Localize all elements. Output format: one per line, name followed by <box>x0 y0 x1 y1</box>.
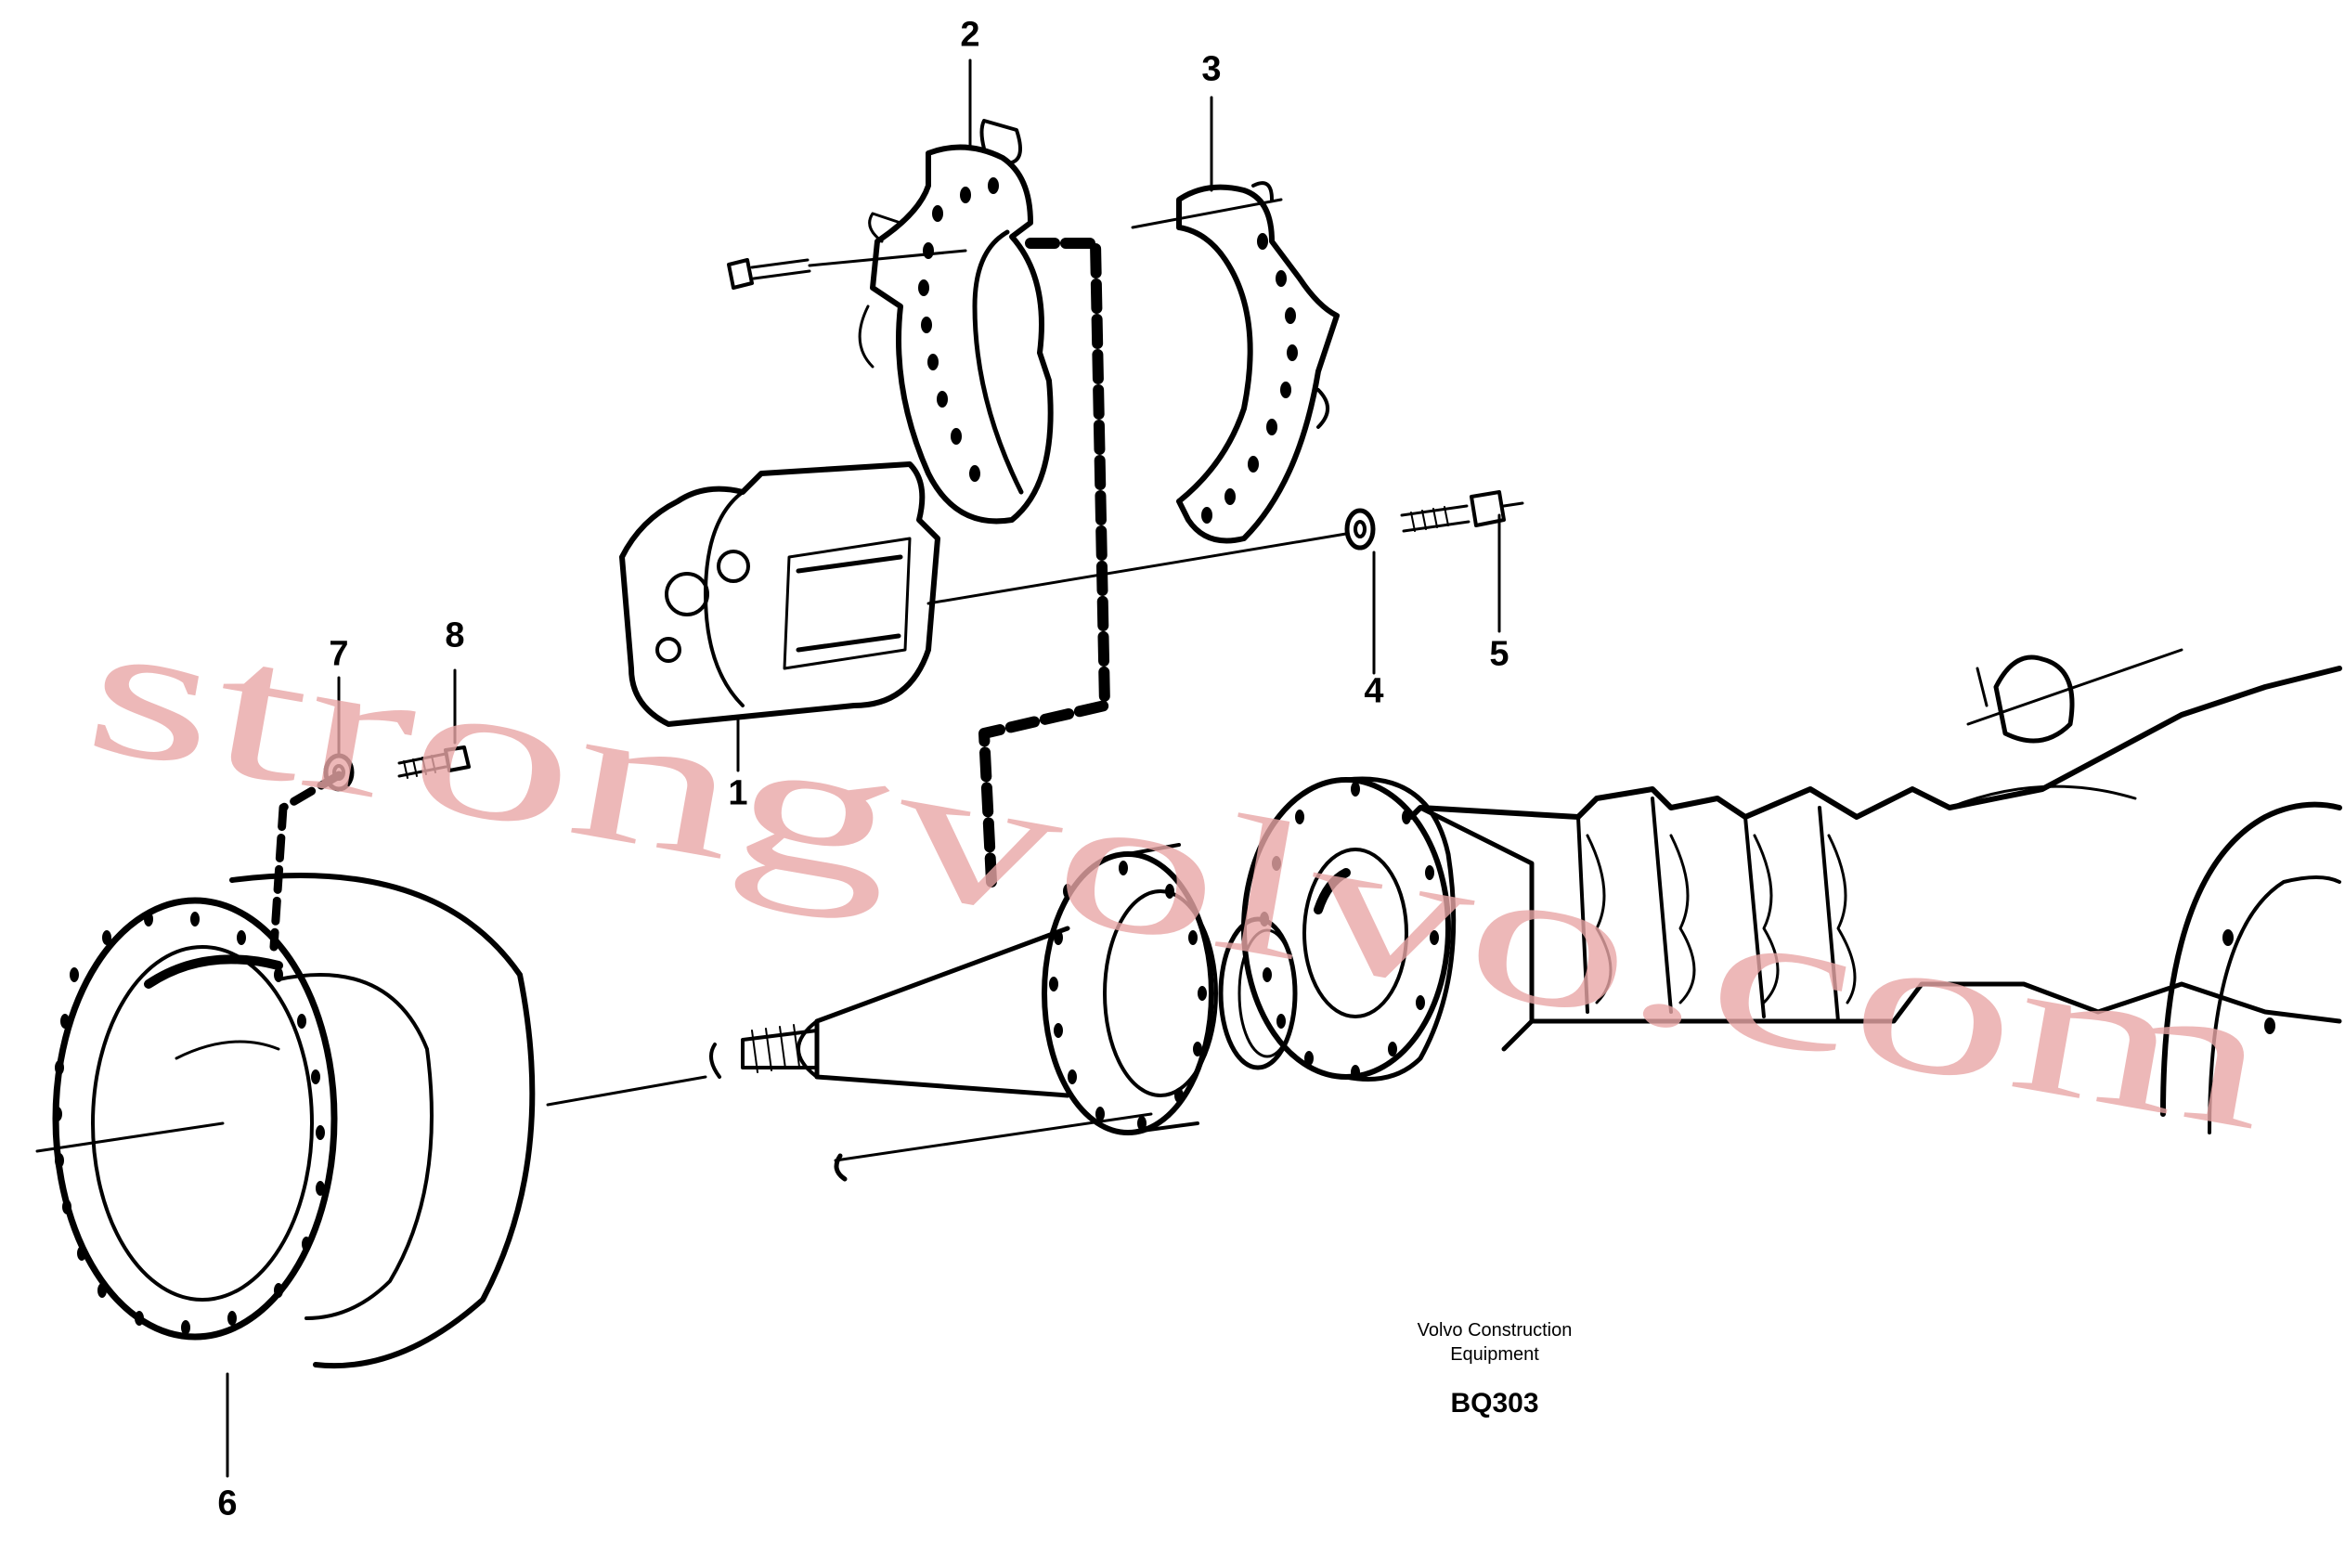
brake-disc-part-6 <box>35 873 707 1369</box>
bolt-left-bracket <box>727 249 967 290</box>
callout-8: 8 <box>445 616 465 655</box>
callout-6: 6 <box>217 1484 238 1523</box>
callout-3: 3 <box>1201 49 1222 89</box>
seal-ring <box>1218 916 1298 1070</box>
axle-housing <box>1408 648 2342 1134</box>
manufacturer-line-2: Equipment <box>1450 1344 1539 1365</box>
wheel-hub <box>1241 776 1457 1082</box>
caliper-bracket-part-2 <box>858 119 1054 525</box>
callout-4: 4 <box>1364 671 1384 711</box>
callout-7: 7 <box>329 634 349 674</box>
callout-5: 5 <box>1489 634 1509 674</box>
callout-1: 1 <box>728 773 748 813</box>
callout-2: 2 <box>960 15 980 55</box>
washer-part-7 <box>323 753 355 792</box>
spindle-assembly <box>709 843 1218 1182</box>
leader-lines <box>226 58 1501 1478</box>
manufacturer-line-1: Volvo Construction <box>1417 1320 1573 1341</box>
bolt-part-8 <box>397 745 471 779</box>
caliper-bracket-part-3 <box>1131 181 1340 544</box>
reference-code: BQ303 <box>1450 1388 1539 1419</box>
brake-caliper-part-1 <box>619 461 1348 727</box>
bolt-part-5 <box>1400 490 1524 533</box>
washer-part-4 <box>1344 508 1376 551</box>
